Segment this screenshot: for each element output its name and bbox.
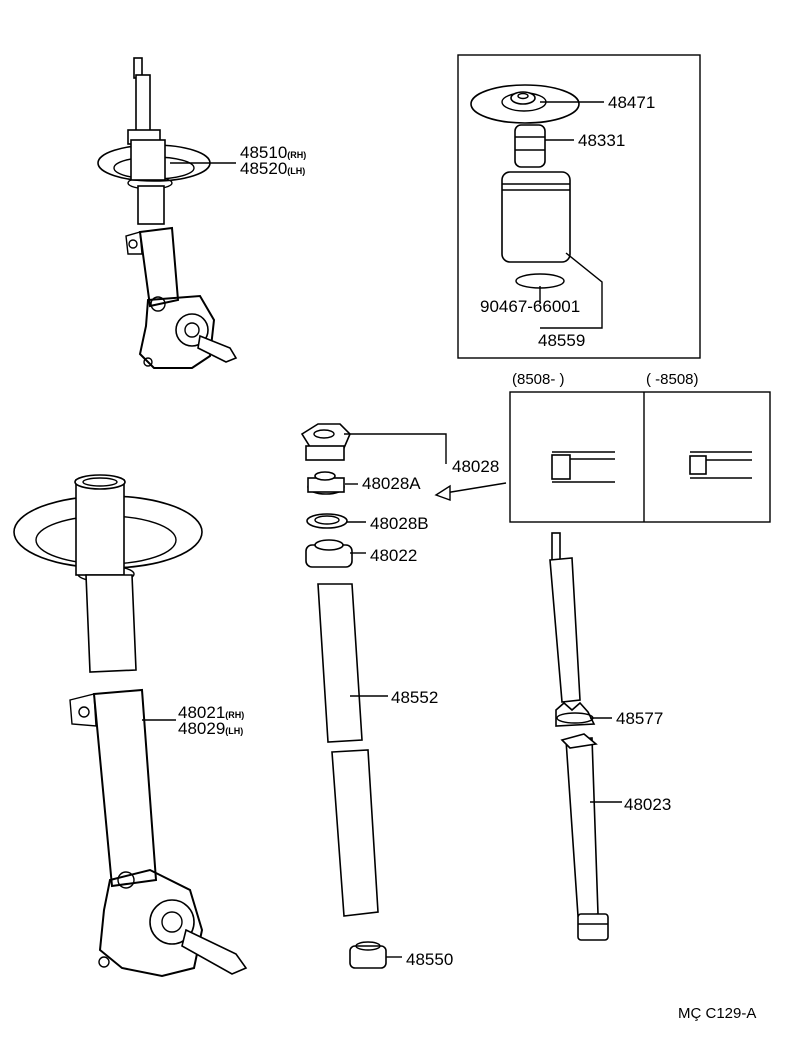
inset-box [457,54,701,359]
label-48028A: 48028A [362,474,421,493]
part-number-48510: 48510 [240,143,288,162]
label-48029: 48029(LH) [178,720,243,737]
part-number-48021: 48021 [178,703,226,722]
label-48331: 48331 [578,131,626,150]
rod-guide-drawing [305,539,353,568]
label-48022: 48022 [370,546,418,565]
rod-end-old [551,451,615,483]
label-48471: 48471 [608,93,656,112]
large-strut-assembly [13,474,248,978]
footer-code: MÇ C129-A [678,1005,757,1022]
label-48577: 48577 [616,709,664,728]
label-48559: 48559 [538,331,586,350]
upper-support-drawing [470,84,580,124]
leader-lines [142,101,622,958]
gasket-drawing [306,513,348,529]
label-48028: 48028 [452,457,500,476]
suffix-rh: (RH) [287,150,307,160]
suffix-lh: (LH) [287,166,306,176]
cylinder-bottom-drawing [349,941,387,969]
label-48021: 48021(RH) [178,704,244,721]
piston-rod-drawing [549,532,581,703]
period-pointer [444,482,507,494]
small-strut-assembly [97,57,238,369]
label-48028B: 48028B [370,514,429,533]
period-label-old: ( -8508) [646,371,699,388]
label-90467-66001: 90467-66001 [480,297,581,316]
label-48550: 48550 [406,950,454,969]
bump-stopper-drawing [514,124,546,168]
suffix-rh-2: (RH) [225,710,245,720]
period-label-new: (8508- ) [512,371,565,388]
piston-rod-lower-drawing [560,733,609,941]
rod-end-new [689,451,752,479]
period-box [509,391,771,523]
part-number-48029: 48029 [178,719,226,738]
label-48510: 48510(RH) [240,144,306,161]
label-48520: 48520(LH) [240,160,305,177]
cylinder-drawing [317,583,379,917]
label-48023: 48023 [624,795,672,814]
suffix-lh-2: (LH) [225,726,244,736]
dust-boot-drawing [501,171,571,289]
gland-nut-a-drawing [307,471,345,495]
gland-nut-drawing [300,423,351,461]
spring-seat-drawing [555,701,596,727]
part-number-48520: 48520 [240,159,288,178]
label-48552: 48552 [391,688,439,707]
